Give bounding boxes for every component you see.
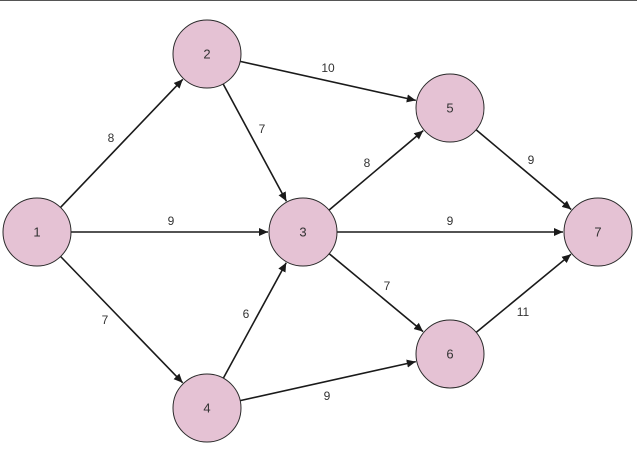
node-circle-4	[172, 373, 242, 443]
edge-weight-label-3-7: 9	[447, 214, 454, 228]
node-label-1: 1	[33, 225, 40, 240]
edge-arrow-1-4	[60, 255, 184, 384]
edge-weight-label-3-6: 7	[384, 279, 391, 293]
edge-arrow-5-7	[475, 129, 572, 211]
edge-arrow-6-7	[475, 253, 572, 334]
edge-weight-label-6-7: 11	[517, 305, 530, 319]
edge-arrow-4-6	[240, 359, 416, 402]
edge-weight-label-2-5: 10	[321, 61, 335, 75]
edge-arrow-3-6	[328, 253, 424, 333]
edge-weight-label-2-3: 7	[259, 122, 266, 136]
edge-weight-label-5-7: 9	[528, 153, 535, 167]
edge-weight-label-1-4: 7	[102, 313, 109, 327]
node-circle-6	[415, 319, 485, 389]
edge-arrow-1-2	[59, 78, 184, 208]
node-label-3: 3	[299, 225, 306, 240]
edges-layer	[59, 60, 572, 402]
edge-arrow-3-5	[328, 129, 424, 211]
edge-arrow-4-3	[222, 262, 287, 379]
edge-weight-label-3-5: 8	[364, 156, 371, 170]
edge-weight-label-4-3: 6	[243, 307, 250, 321]
edge-labels-layer: 8 9 7 10 7 6 9 8 9 7 9 11	[102, 61, 535, 403]
top-border-line	[0, 0, 637, 1]
node-label-4: 4	[203, 401, 210, 416]
edge-weight-label-1-2: 8	[108, 131, 115, 145]
nodes-layer: 1 2 3 4 5 6 7	[2, 19, 633, 443]
node-label-5: 5	[446, 101, 453, 116]
edge-weight-label-1-3: 9	[168, 214, 175, 228]
node-label-6: 6	[446, 347, 453, 362]
edge-weight-label-4-6: 9	[324, 389, 331, 403]
node-circle-2	[172, 19, 242, 89]
node-circle-3	[268, 197, 338, 267]
edge-arrow-2-5	[240, 60, 416, 103]
node-label-2: 2	[203, 47, 210, 62]
node-label-7: 7	[594, 225, 601, 240]
node-circle-1	[2, 197, 72, 267]
node-circle-7	[563, 197, 633, 267]
edge-arrow-2-3	[222, 83, 288, 202]
node-circle-5	[415, 73, 485, 143]
